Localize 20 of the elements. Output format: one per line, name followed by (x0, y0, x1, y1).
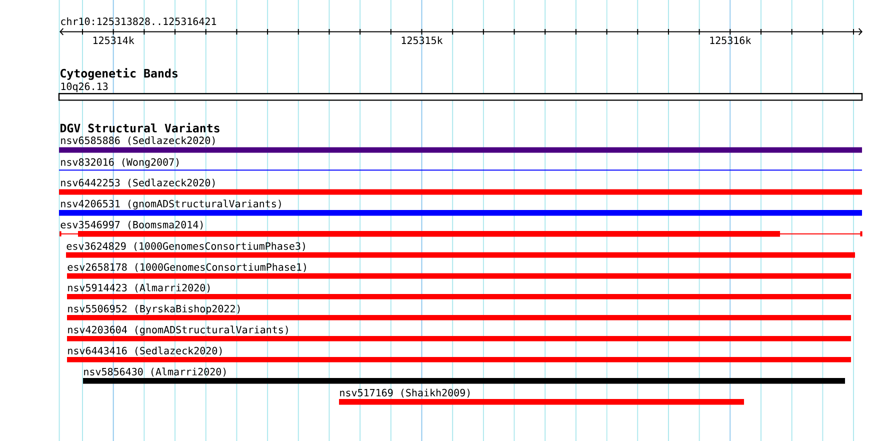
feature-label: nsv832016 (Wong2007) (61, 158, 179, 168)
tick-label: 125315k (402, 36, 443, 44)
tick-label: 125316k (710, 36, 752, 44)
feature-label: esv3546997 (Boomsma2014) (60, 220, 203, 230)
feature-label: nsv4203604 (gnomADStructuralVariants) (68, 326, 288, 336)
feature-label: esv3624829 (1000GenomesConsortiumPhase3) (66, 242, 305, 252)
track-title: DGV Structural Variants (60, 122, 220, 132)
feature-label: nsv6442253 (Sedlazeck2020) (61, 178, 215, 188)
band-label: 10q26.13 (61, 82, 108, 92)
feature-label: nsv5856430 (Almarri2020) (84, 368, 226, 377)
tick-label: 125314k (93, 36, 134, 44)
feature-label: nsv6443416 (Sedlazeck2020) (68, 346, 222, 356)
feature-label: nsv517169 (Shaikh2009) (340, 388, 470, 398)
feature-label: nsv6585886 (Sedlazeck2020) (61, 136, 215, 146)
track-title: Cytogenetic Bands (60, 68, 178, 80)
coordinate-range: chr10:125313828..125316421 (61, 17, 216, 26)
feature-label: nsv5914423 (Almarri2020) (68, 284, 210, 293)
feature-label: nsv5506952 (ByrskaBishop2022) (68, 304, 240, 314)
feature-label: nsv4206531 (gnomADStructuralVariants) (61, 200, 281, 210)
feature-label: esv2658178 (1000GenomesConsortiumPhase1) (68, 263, 306, 272)
